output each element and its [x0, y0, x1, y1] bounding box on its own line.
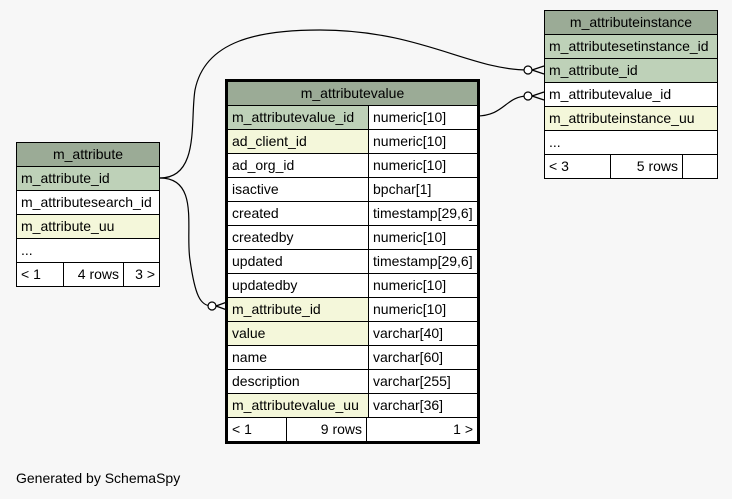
column-type: numeric[10] — [368, 130, 477, 153]
generated-by-label: Generated by SchemaSpy — [16, 470, 181, 486]
column-type: varchar[60] — [368, 346, 477, 369]
column-type: numeric[10] — [368, 226, 477, 249]
children-count: 1 > — [366, 418, 477, 441]
column-type: varchar[255] — [368, 370, 477, 393]
column-name[interactable]: m_attribute_uu — [21, 218, 115, 234]
parents-count: < 3 — [549, 158, 569, 174]
column-name[interactable]: m_attributevalue_id — [549, 86, 672, 102]
fk-line-attribute-to-attributevalue — [159, 177, 213, 307]
column-type: numeric[10] — [368, 298, 477, 321]
table-title[interactable]: m_attributeinstance — [545, 11, 717, 35]
column-type: varchar[36] — [368, 394, 477, 417]
column-name[interactable]: m_attribute_id — [228, 298, 368, 321]
fk-crowfoot-attributevalue — [207, 301, 217, 311]
column-name[interactable]: isactive — [228, 178, 368, 201]
fk-line-attribute-to-attributeinstance — [159, 29, 529, 179]
column-type: timestamp[29,6] — [368, 202, 477, 225]
column-name[interactable]: createdby — [228, 226, 368, 249]
column-name[interactable]: description — [228, 370, 368, 393]
fk-crowfoot-attributeinstance-2 — [523, 91, 533, 101]
column-type: bpchar[1] — [368, 178, 477, 201]
column-type: numeric[10] — [368, 274, 477, 297]
column-name[interactable]: m_attributesetinstance_id — [549, 38, 709, 54]
column-type: numeric[10] — [368, 154, 477, 177]
children-count: 3 > — [123, 263, 159, 286]
column-type: varchar[40] — [368, 322, 477, 345]
children-count — [682, 155, 717, 178]
column-name[interactable]: m_attribute_id — [549, 62, 638, 78]
column-name[interactable]: m_attributeinstance_uu — [549, 110, 695, 126]
column-name[interactable]: updated — [228, 250, 368, 273]
more-columns: ... — [549, 134, 561, 150]
fk-line-attributevalue-to-attributeinstance — [475, 95, 529, 117]
fk-crowfoot-attributeinstance-1 — [523, 65, 533, 75]
column-name[interactable]: ad_org_id — [228, 154, 368, 177]
row-count: 4 rows — [63, 263, 123, 286]
column-name[interactable]: created — [228, 202, 368, 225]
parents-count: < 1 — [232, 421, 252, 437]
column-type: numeric[10] — [368, 106, 477, 129]
column-name[interactable]: name — [228, 346, 368, 369]
column-type: timestamp[29,6] — [368, 250, 477, 273]
row-count: 9 rows — [286, 418, 366, 441]
table-title[interactable]: m_attribute — [17, 143, 159, 167]
column-name[interactable]: m_attribute_id — [21, 170, 110, 186]
column-name[interactable]: ad_client_id — [228, 130, 368, 153]
row-count: 5 rows — [610, 155, 682, 178]
more-columns: ... — [21, 242, 33, 258]
column-name[interactable]: m_attributevalue_id — [228, 106, 368, 129]
column-name[interactable]: m_attributevalue_uu — [228, 394, 368, 417]
column-name[interactable]: updatedby — [228, 274, 368, 297]
column-name[interactable]: m_attributesearch_id — [21, 194, 152, 210]
column-name[interactable]: value — [228, 322, 368, 345]
table-m-attribute[interactable]: m_attribute m_attribute_id m_attributese… — [16, 142, 160, 287]
parents-count: < 1 — [21, 266, 41, 282]
table-m-attributeinstance[interactable]: m_attributeinstance m_attributesetinstan… — [544, 10, 718, 179]
table-title[interactable]: m_attributevalue — [228, 82, 477, 106]
